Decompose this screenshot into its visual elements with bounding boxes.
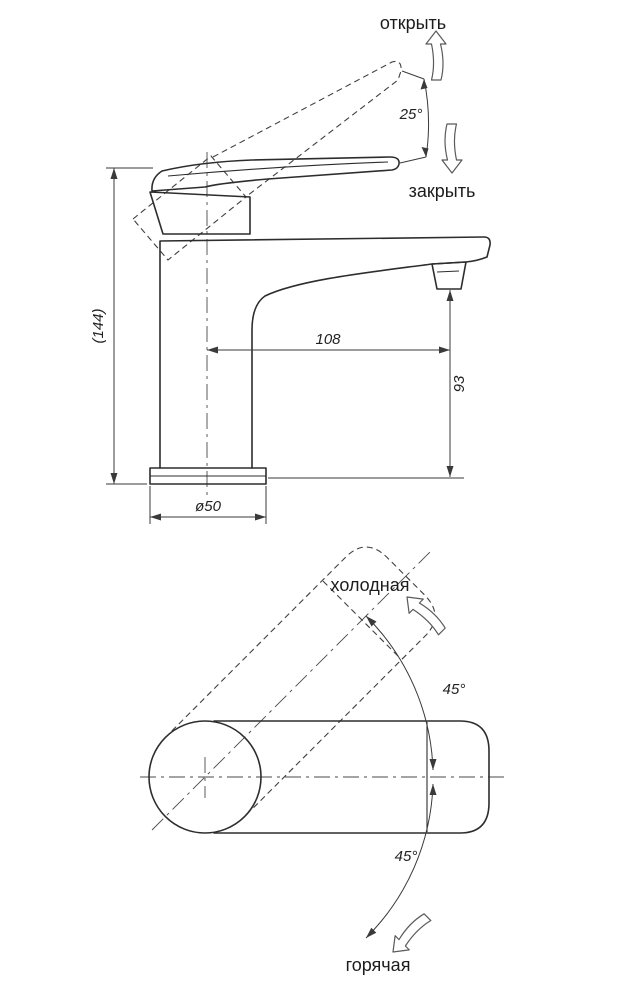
open-label: открыть <box>380 13 446 33</box>
leader-line <box>401 70 425 80</box>
handle-base <box>149 191 251 235</box>
handle-rotated-cap-line <box>322 580 402 660</box>
handle-lever-open-dashed <box>212 60 402 197</box>
arrowhead <box>366 927 377 938</box>
arrowhead <box>429 784 437 795</box>
diagonal-centerline <box>151 551 431 831</box>
base-diameter-value: ø50 <box>195 498 222 515</box>
handle-rotated-dashed <box>171 546 436 811</box>
aerator-contour <box>436 270 460 273</box>
handle-angle-value: 25° <box>399 106 423 123</box>
arrowhead-up <box>446 290 454 301</box>
faucet-body-top <box>148 720 262 834</box>
arrowhead-up <box>420 79 428 90</box>
arrowhead-left <box>207 346 218 354</box>
arrowhead-down <box>421 147 429 157</box>
dimension-base-diameter: ø50 <box>149 486 267 524</box>
arrowhead-down <box>446 466 454 477</box>
angle-arc <box>423 78 430 158</box>
dimension-spout-reach: 108 <box>207 331 450 354</box>
close-direction-arrow-icon <box>441 123 463 174</box>
handle-lever <box>151 156 400 192</box>
dimension-overall-height: (144) <box>90 167 153 485</box>
swing-angle-down-value: 45° <box>395 848 418 865</box>
leader-line <box>399 156 427 164</box>
handle-angle-annotation: 25° <box>399 70 430 164</box>
arrowhead-up <box>110 168 118 179</box>
faucet-side-view: (144) 108 93 ø50 <box>90 13 491 524</box>
faucet-body-spout <box>159 236 491 469</box>
arrowhead-left <box>150 513 161 521</box>
swing-angle-up-value: 45° <box>443 681 466 698</box>
close-label: закрыть <box>409 181 476 201</box>
arrowhead <box>366 616 377 627</box>
handle-top-outline <box>213 720 490 834</box>
handle-lever-contour <box>167 161 389 177</box>
arrowhead-right <box>439 346 450 354</box>
hot-direction-arrow-icon <box>392 913 432 953</box>
angle-arc <box>365 783 434 939</box>
dimension-spout-height: 93 <box>268 290 468 479</box>
handle-rotated-outline <box>171 546 436 811</box>
handle-base-open-dashed <box>132 155 247 261</box>
hot-label: горячая <box>346 955 411 975</box>
angle-arc <box>365 615 434 771</box>
swing-angle-down-annotation: 45° <box>365 783 437 939</box>
spout-height-value: 93 <box>451 375 468 392</box>
base-flange <box>149 467 267 485</box>
arrowhead-right <box>255 513 266 521</box>
cold-label: холодная <box>331 575 410 595</box>
arrowhead <box>429 759 437 770</box>
overall-height-value: (144) <box>90 308 107 343</box>
cold-direction-arrow-icon <box>406 596 446 636</box>
open-direction-arrow-icon <box>425 30 447 81</box>
aerator <box>431 261 467 290</box>
swing-angle-up-annotation: 45° <box>365 615 466 771</box>
faucet-top-view: 45° 45° холодная горячая <box>140 546 508 975</box>
spout-reach-value: 108 <box>315 331 341 348</box>
arrowhead-down <box>110 473 118 484</box>
